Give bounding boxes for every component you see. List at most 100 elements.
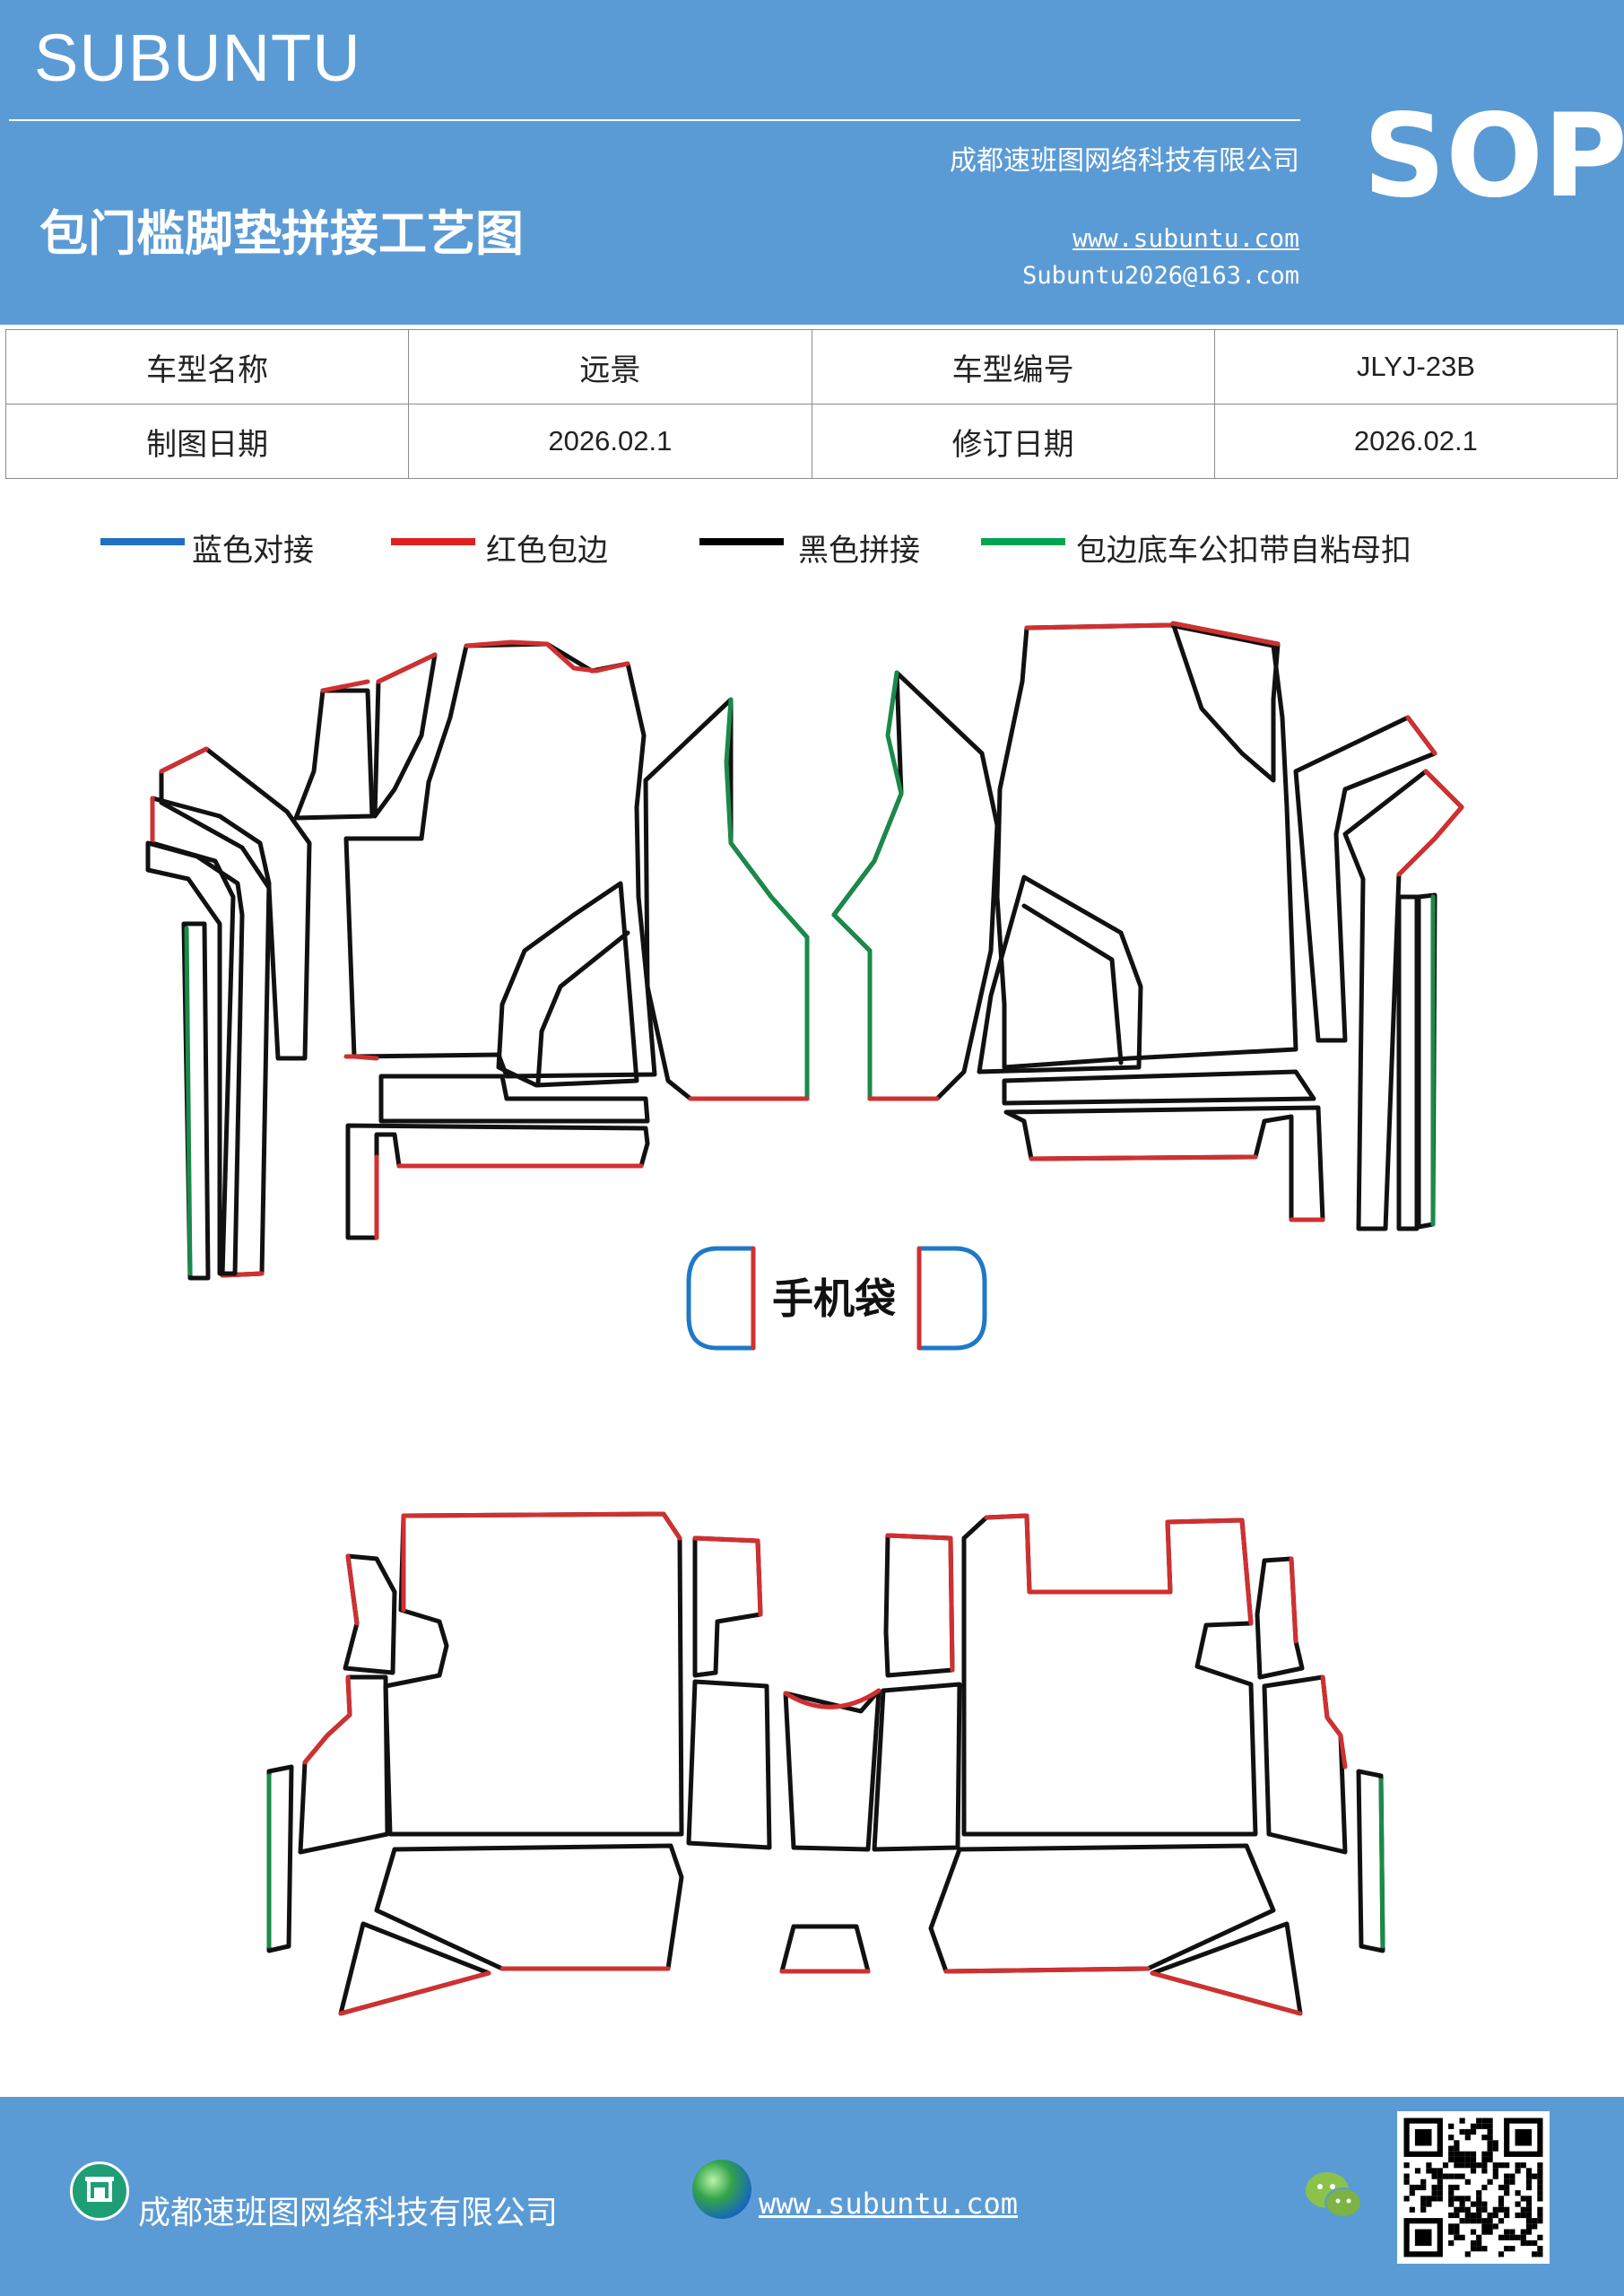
header-banner: SUBUNTU SOP 成都速班图网络科技有限公司 包门槛脚垫拼接工艺图 www… [0,0,1624,325]
binding-edge [345,1553,360,1626]
binding-edge [1029,1154,1258,1161]
front-left-mat-set [145,639,810,1281]
email-address: Subuntu2026@163.com [1022,262,1299,290]
binding-edge [159,746,209,774]
mat-piece [872,1682,962,1852]
legend-swatch-blue [100,538,185,545]
mat-piece [1262,1674,1348,1855]
binding-edge [302,1674,352,1765]
binding-edge [783,1688,881,1709]
revision-date-label: 修订日期 [811,404,1215,479]
binding-edge [1396,769,1464,877]
binding-edge [1405,715,1437,756]
fastener-edge [184,926,193,1276]
phone-pocket-left-edge [686,1246,756,1351]
mat-piece [783,1688,881,1852]
company-icon [70,2161,129,2221]
phone-pocket-right-edge [916,1246,987,1351]
rear-mat-set [266,1511,1385,2016]
brand-logo-text: SUBUNTU [34,21,361,95]
binding-edge [1289,1556,1298,1644]
vehicle-name-value: 远景 [408,329,812,404]
binding-edge [320,679,370,693]
mat-piece [374,1843,684,1971]
wechat-icon [1306,2172,1362,2218]
table-row: 制图日期 2026.02.1 修订日期 2026.02.1 [4,404,1619,479]
binding-edge [401,1511,682,1613]
mat-piece [686,1679,772,1850]
footer-website-link[interactable]: www.subuntu.com [759,2187,1018,2221]
binding-edge [692,1535,763,1617]
legend-swatch-green [981,538,1065,545]
company-name: 成都速班图网络科技有限公司 [950,145,1299,177]
mat-piece [145,840,245,1276]
mat-piece [266,1764,294,1953]
mat-piece [1021,903,1124,1065]
mat-splicing-diagram: 手机袋 [145,621,1464,2016]
vehicle-code-label: 车型编号 [811,329,1215,404]
legend-swatch-black [699,538,784,545]
table-row: 车型名称 远景 车型编号 JLYJ-23B [4,329,1619,404]
mat-piece [378,1074,650,1124]
mat-piece [338,1921,491,2016]
mat-piece [383,1511,684,1837]
binding-edge [1170,621,1281,647]
legend-label: 黑色拼接 [798,533,920,569]
binding-edge [1024,622,1173,631]
mat-piece [1002,1069,1316,1106]
binding-edge [338,1970,491,2016]
mat-piece [1396,894,1420,1231]
mat-piece [928,1843,1276,1974]
binding-edge [464,639,630,674]
legend-label: 包边底车公扣带自粘母扣 [1076,533,1411,569]
phone-pocket-group: 手机袋 [686,1246,987,1351]
vehicle-code-value: JLYJ-23B [1213,329,1619,404]
color-legend: 蓝色对接 红色包边 黑色拼接 包边底车公扣带自粘母扣 [0,526,1624,570]
mat-piece [1170,621,1281,783]
binding-edge [1150,1970,1303,2016]
mat-piece [150,796,272,1278]
fastener-edge [724,697,810,1101]
vehicle-info-table: 车型名称 远景 车型编号 JLYJ-23B 制图日期 2026.02.1 修订日… [4,329,1619,479]
mat-piece [779,1924,871,1974]
mat-piece [1150,1921,1303,2016]
fastener-edge [1378,1778,1385,1949]
draw-date-label: 制图日期 [4,404,410,479]
binding-edge [376,652,438,684]
mat-piece [345,1123,650,1240]
mat-piece [1342,769,1464,1231]
website-link[interactable]: www.subuntu.com [1073,223,1299,253]
binding-edge [943,1966,1151,1974]
footer-company-name: 成都速班图网络科技有限公司 [138,2195,559,2231]
mat-piece [298,1674,390,1855]
legend-swatch-red [391,538,475,545]
binding-edge [885,1533,955,1673]
mat-piece [883,1533,955,1678]
mat-piece [293,688,375,821]
sop-badge: SOP [1363,90,1624,223]
mat-piece [496,881,639,1088]
revision-date-value: 2026.02.1 [1213,404,1619,479]
mat-piece [961,1513,1258,1837]
binding-edge [984,1513,1254,1626]
binding-edge [343,1054,379,1061]
mat-piece [692,1535,763,1678]
phone-pocket-label: 手机袋 [772,1274,896,1323]
mat-piece [994,622,1298,1070]
mat-piece [1356,1769,1385,1953]
binding-edge [1320,1674,1348,1770]
mat-piece [977,874,1143,1074]
footer-banner: 成都速班图网络科技有限公司 www.subuntu.com [0,2097,1624,2296]
legend-label: 红色包边 [486,533,608,569]
mat-piece [1003,1105,1325,1222]
qr-code[interactable] [1397,2111,1550,2264]
globe-icon [692,2160,751,2219]
mat-piece [159,746,312,1061]
legend-label: 蓝色对接 [192,533,314,569]
header-divider [9,119,1300,121]
mat-piece [535,930,630,1086]
mat-piece [343,1553,397,1675]
vehicle-name-label: 车型名称 [4,329,410,404]
document-title: 包门槛脚垫拼接工艺图 [39,204,524,262]
draw-date-value: 2026.02.1 [408,404,812,479]
